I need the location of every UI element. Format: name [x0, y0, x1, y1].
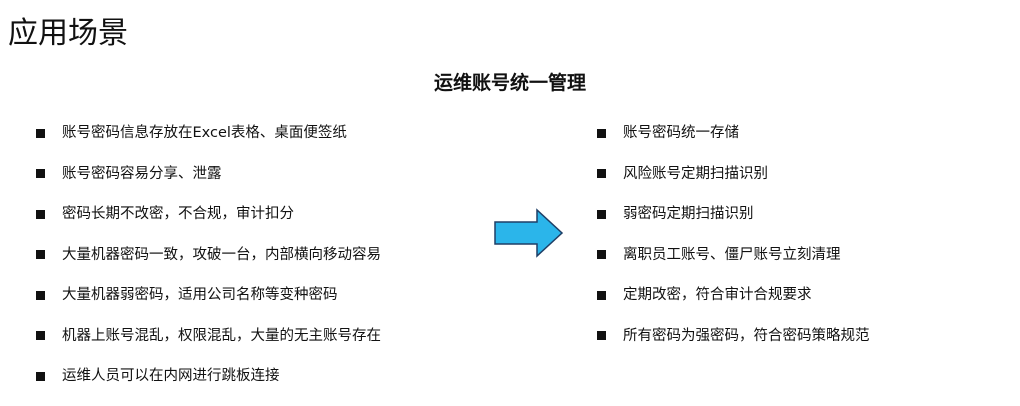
bullet-icon	[36, 250, 45, 259]
bullet-icon	[597, 331, 606, 340]
problem-list: 账号密码信息存放在Excel表格、桌面便签纸 账号密码容易分享、泄露 密码长期不…	[36, 122, 381, 406]
bullet-icon	[36, 169, 45, 178]
list-item: 离职员工账号、僵尸账号立刻清理	[597, 244, 870, 285]
bullet-icon	[597, 209, 606, 219]
solution-list: 账号密码统一存储 风险账号定期扫描识别 弱密码定期扫描识别 离职员工账号、僵尸账…	[597, 122, 870, 365]
list-item: 定期改密，符合审计合规要求	[597, 284, 870, 325]
list-item: 账号密码信息存放在Excel表格、桌面便签纸	[36, 122, 381, 163]
bullet-icon	[597, 128, 606, 138]
list-item: 弱密码定期扫描识别	[597, 203, 870, 244]
list-item: 运维人员可以在内网进行跳板连接	[36, 365, 381, 406]
bullet-icon	[597, 250, 606, 259]
bullet-icon	[597, 169, 606, 178]
list-item: 账号密码统一存储	[597, 122, 870, 163]
list-item: 密码长期不改密，不合规，审计扣分	[36, 203, 381, 244]
page-title: 应用场景	[8, 16, 128, 51]
bullet-icon	[36, 331, 45, 340]
list-item: 账号密码容易分享、泄露	[36, 163, 381, 204]
bullet-icon	[36, 371, 45, 381]
bullet-icon	[36, 128, 45, 138]
section-subtitle: 运维账号统一管理	[433, 72, 586, 94]
bullet-icon	[36, 290, 45, 300]
bullet-icon	[36, 209, 45, 219]
list-item: 所有密码为强密码，符合密码策略规范	[597, 325, 870, 366]
bullet-icon	[597, 290, 606, 300]
list-item: 机器上账号混乱，权限混乱，大量的无主账号存在	[36, 325, 381, 366]
list-item: 大量机器密码一致，攻破一台，内部横向移动容易	[36, 244, 381, 285]
arrow-right-icon	[493, 208, 565, 262]
list-item: 大量机器弱密码，适用公司名称等变种密码	[36, 284, 381, 325]
list-item: 风险账号定期扫描识别	[597, 163, 870, 204]
